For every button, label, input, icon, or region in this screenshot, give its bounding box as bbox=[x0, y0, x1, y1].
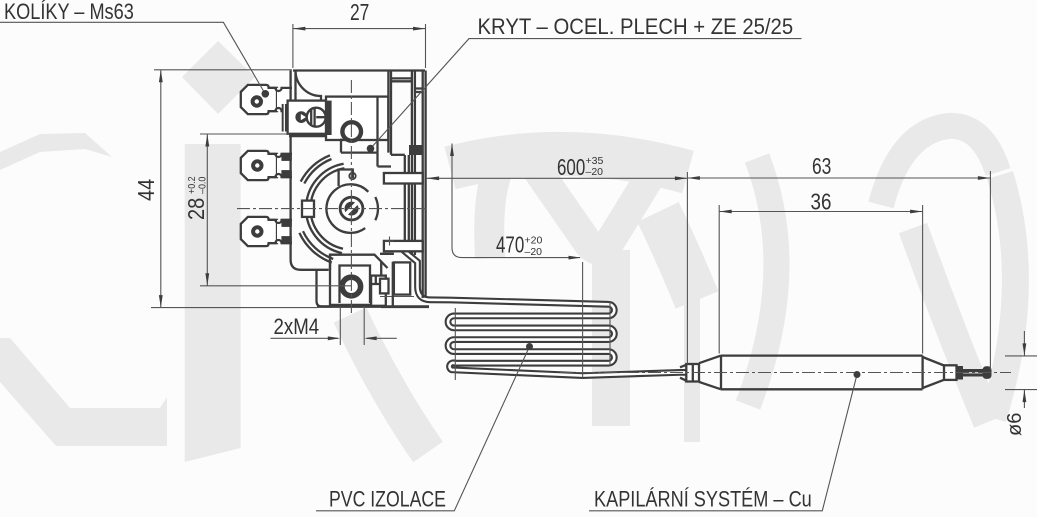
svg-text:–0.0: –0.0 bbox=[197, 176, 209, 194]
svg-text:+0.2: +0.2 bbox=[186, 176, 198, 194]
svg-text:63: 63 bbox=[812, 154, 831, 180]
svg-text:–20: –20 bbox=[525, 246, 543, 258]
svg-text:2xM4: 2xM4 bbox=[274, 314, 320, 339]
svg-text:–20: –20 bbox=[586, 166, 604, 178]
svg-text:PVC IZOLACE: PVC IZOLACE bbox=[329, 488, 446, 512]
svg-text:+20: +20 bbox=[525, 235, 543, 247]
svg-text:+35: +35 bbox=[586, 155, 604, 167]
svg-text:27: 27 bbox=[350, 0, 369, 26]
svg-text:36: 36 bbox=[811, 189, 832, 216]
svg-text:470: 470 bbox=[496, 232, 524, 258]
svg-text:28: 28 bbox=[182, 198, 209, 220]
svg-text:ø6: ø6 bbox=[1004, 413, 1026, 436]
svg-text:44: 44 bbox=[132, 179, 159, 201]
svg-text:KRYT – OCEL. PLECH + ZE 25/25: KRYT – OCEL. PLECH + ZE 25/25 bbox=[478, 15, 794, 39]
svg-text:KOLÍKY – Ms63: KOLÍKY – Ms63 bbox=[4, 0, 134, 24]
svg-text:KAPILÁRNÍ SYSTÉM – Cu: KAPILÁRNÍ SYSTÉM – Cu bbox=[594, 487, 812, 512]
svg-text:600: 600 bbox=[557, 154, 585, 180]
